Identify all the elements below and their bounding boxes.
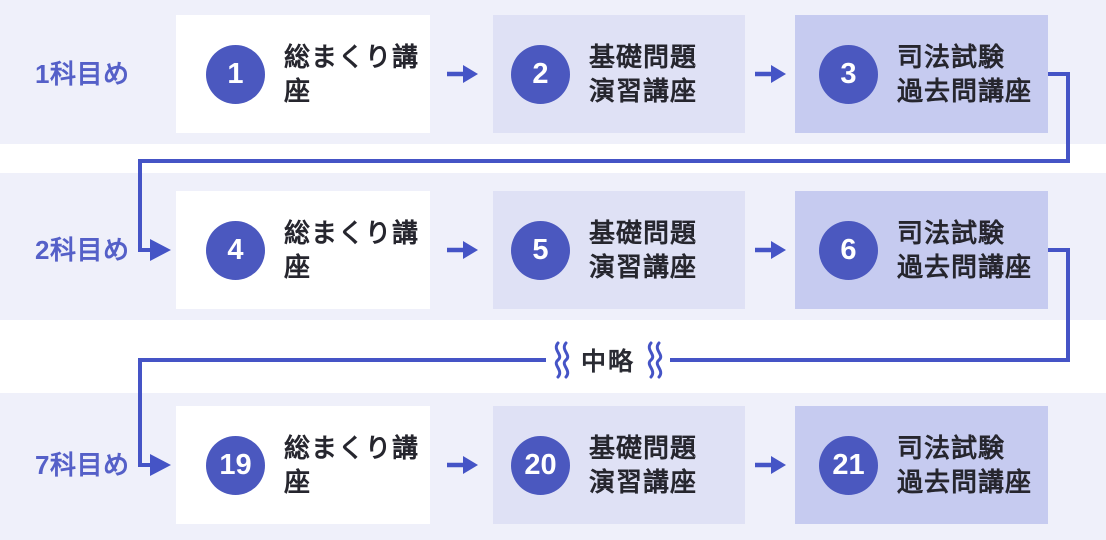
card-step-1: 1 総まくり講座 [176,15,430,133]
arrow-right-icon [755,65,786,83]
course-title: 総まくり講座 [284,218,420,282]
course-title: 総まくり講座 [284,433,420,497]
break-squiggle-icon [554,341,570,379]
omission-label: 中略 [581,348,636,376]
card-step-3: 3 司法試験過去問講座 [795,15,1048,133]
card-step-2: 2 基礎問題演習講座 [493,15,745,133]
course-title: 司法試験過去問講座 [897,218,1033,282]
break-squiggle-icon [647,341,663,379]
card-step-21: 21 司法試験過去問講座 [795,406,1048,524]
course-title: 総まくり講座 [284,42,420,106]
arrow-right-icon [447,456,478,474]
course-title: 基礎問題演習講座 [589,433,698,497]
step-number-badge: 1 [206,44,265,104]
row-label-subject-2: 2科目め [35,235,130,265]
step-number-badge: 21 [819,435,878,495]
row-label-subject-7: 7科目め [35,450,130,480]
card-step-20: 20 基礎問題演習講座 [493,406,745,524]
course-title: 基礎問題演習講座 [589,42,698,106]
step-number-badge: 5 [511,220,570,280]
arrow-right-icon [447,65,478,83]
card-step-4: 4 総まくり講座 [176,191,430,309]
step-number-badge: 2 [511,44,570,104]
arrow-right-icon [755,456,786,474]
card-step-6: 6 司法試験過去問講座 [795,191,1048,309]
arrow-right-icon [755,241,786,259]
step-number-badge: 3 [819,44,878,104]
omission-break: 中略 [546,338,671,382]
card-step-19: 19 総まくり講座 [176,406,430,524]
step-number-badge: 20 [511,435,570,495]
course-title: 司法試験過去問講座 [897,433,1033,497]
step-number-badge: 6 [819,220,878,280]
course-title: 基礎問題演習講座 [589,218,698,282]
step-number-badge: 4 [206,220,265,280]
card-step-5: 5 基礎問題演習講座 [493,191,745,309]
row-label-subject-1: 1科目め [35,59,130,89]
arrow-right-icon [447,241,478,259]
course-title: 司法試験過去問講座 [897,42,1033,106]
step-number-badge: 19 [206,435,265,495]
